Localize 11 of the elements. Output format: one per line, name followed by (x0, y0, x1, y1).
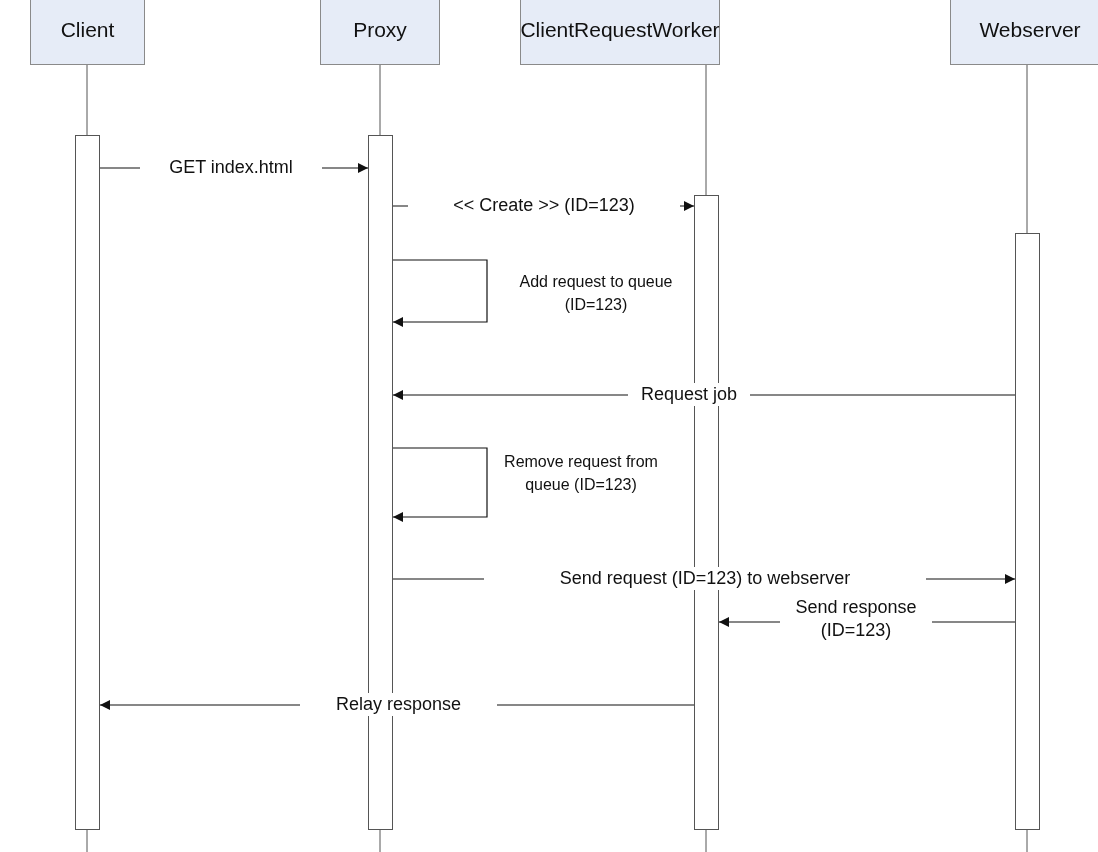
self-message-arrow (392, 259, 488, 327)
message-label: Request job (628, 383, 750, 406)
participant-box: Webserver (950, 0, 1098, 65)
activation-bar (1015, 233, 1040, 830)
participant-box: Client (30, 0, 145, 65)
message-label: Relay response (300, 693, 497, 716)
self-message-arrow (392, 447, 488, 522)
participant-box: Proxy (320, 0, 440, 65)
participant-box: ClientRequestWorker (520, 0, 720, 65)
activation-bar (75, 135, 100, 830)
message-label: Send request (ID=123) to webserver (484, 567, 926, 590)
